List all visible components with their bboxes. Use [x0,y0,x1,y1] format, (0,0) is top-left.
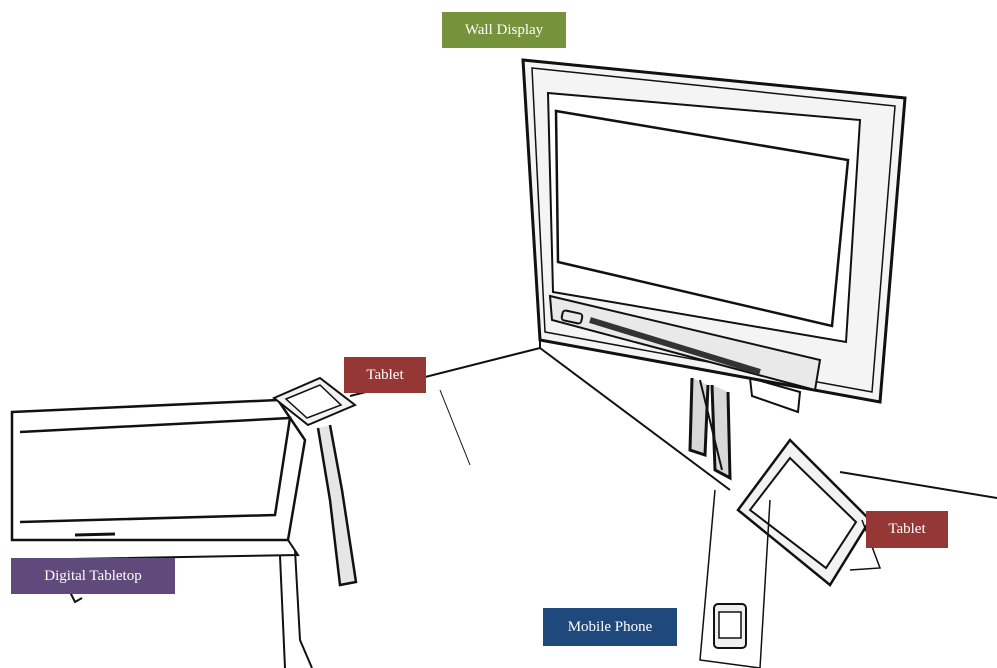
tablet-label-left: Tablet [344,357,426,393]
digital-tabletop-label: Digital Tabletop [11,558,175,594]
tablet-label-right: Tablet [866,511,948,548]
tablet-right-illustration [738,440,880,585]
digital-tabletop-illustration [12,400,356,668]
wall-display-illustration [523,60,905,478]
mobile-phone-label: Mobile Phone [543,608,677,646]
wall-display-label: Wall Display [442,12,566,48]
